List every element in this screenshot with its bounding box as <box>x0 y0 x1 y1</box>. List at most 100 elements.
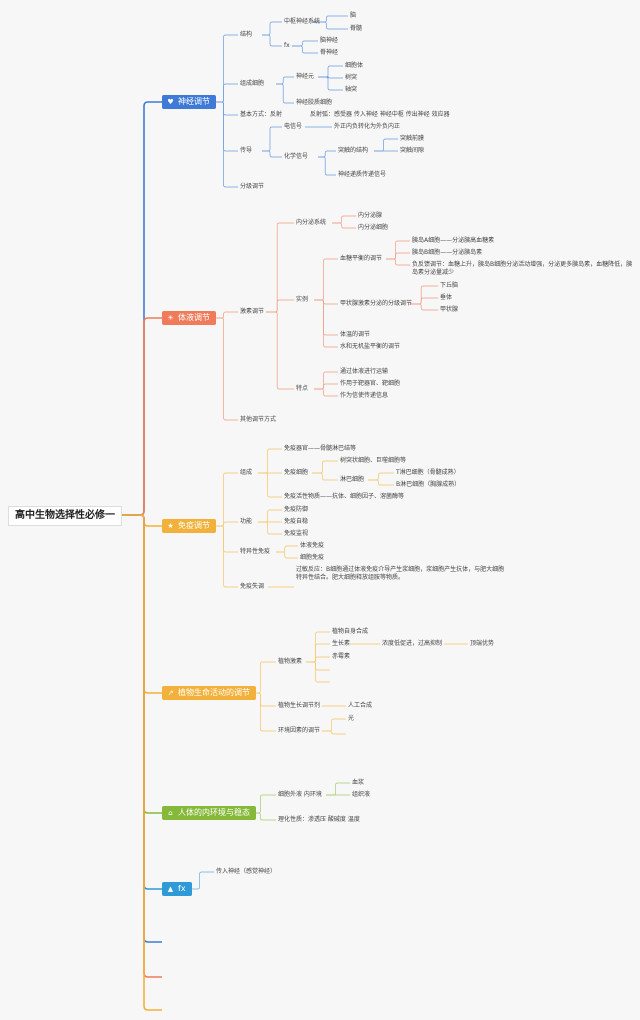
node-transmitter[interactable]: 神经递质传递信号 <box>338 171 387 178</box>
node-immune-disorder[interactable]: 免疫失调 <box>240 583 265 590</box>
node-immune-surveillance[interactable]: 免疫监视 <box>284 530 309 537</box>
mindmap-root[interactable]: 高中生物选择性必修一 <box>8 506 122 526</box>
node-humoral-immunity[interactable]: 体液免疫 <box>300 542 325 549</box>
node-thyroid-axis[interactable]: 甲状腺激素分泌的分级调节 <box>340 300 413 307</box>
node-light[interactable]: 光 <box>348 715 355 722</box>
node-transmission[interactable]: 传导 <box>240 147 253 154</box>
node-reflex-arc[interactable]: 反射弧：感受器 传入神经 神经中枢 传出神经 效应器 <box>310 111 450 118</box>
node-tissue-fluid[interactable]: 组织液 <box>352 791 371 798</box>
node-blood-sugar[interactable]: 血糖平衡的调节 <box>340 255 383 262</box>
node-composition-cells[interactable]: 组成细胞 <box>240 80 265 87</box>
node-growth-regulator[interactable]: 植物生长调节剂 <box>278 702 321 709</box>
node-auxin-effect[interactable]: 浓度低促进，过高抑制 <box>382 640 443 647</box>
node-immune-organs[interactable]: 免疫器官——骨髓淋巴结等 <box>284 445 357 452</box>
node-extracellular-fluid[interactable]: 细胞外液 内环境 <box>278 791 322 798</box>
node-neuron[interactable]: 神经元 <box>296 73 315 80</box>
connector-line <box>214 83 238 103</box>
node-artificial-synthesis[interactable]: 人工合成 <box>348 702 373 709</box>
connector-line <box>262 126 282 152</box>
node-structure[interactable]: 结构 <box>240 31 253 38</box>
connector-line <box>120 514 162 694</box>
node-plant-hormone[interactable]: 植物激素 <box>278 658 303 665</box>
node-immune-composition[interactable]: 组成 <box>240 469 253 476</box>
node-lymphocytes[interactable]: 淋巴细胞 <box>340 476 365 483</box>
node-self-synthesis[interactable]: 植物自身合成 <box>332 628 369 635</box>
node-graded-regulation[interactable]: 分级调节 <box>240 183 265 190</box>
node-islet-alpha[interactable]: 胰岛A细胞——分泌胰高血糖素 <box>412 237 495 244</box>
connector-line <box>258 448 282 474</box>
node-immune-defense[interactable]: 免疫防御 <box>284 506 309 513</box>
node-thyroid[interactable]: 甲状腺 <box>440 306 459 313</box>
node-endocrine-system[interactable]: 内分泌系统 <box>296 219 327 226</box>
node-feature-messenger[interactable]: 作为信使传递信息 <box>340 392 389 399</box>
node-basic-mode[interactable]: 基本方式：反射 <box>240 111 283 118</box>
connector-line <box>386 240 410 260</box>
node-endocrine-cell[interactable]: 内分泌细胞 <box>358 224 389 231</box>
node-islet-beta[interactable]: 胰岛B细胞——分泌胰岛素 <box>412 249 483 256</box>
connector-line <box>312 460 338 474</box>
node-afferent-nerve[interactable]: 传入神经（感觉神经） <box>216 868 277 875</box>
connector-line <box>120 514 162 890</box>
node-spinal-cord[interactable]: 脊髓 <box>350 25 363 32</box>
node-electric-desc[interactable]: 外正内负转化为外负内正 <box>334 123 401 130</box>
node-feature-target[interactable]: 作用于靶器官、靶细胞 <box>340 380 401 387</box>
node-temperature[interactable]: 体温的调节 <box>340 331 371 338</box>
node-electric-signal[interactable]: 电信号 <box>284 123 303 130</box>
node-plasma[interactable]: 血浆 <box>352 779 365 786</box>
node-hormone-regulation[interactable]: 激素调节 <box>240 308 265 315</box>
branch-immune-regulation[interactable]: ★ 免疫调节 <box>162 519 216 533</box>
node-spinal-nerve[interactable]: 脊神经 <box>320 49 339 56</box>
connector-line <box>276 76 294 85</box>
connector-line <box>292 40 318 47</box>
node-examples[interactable]: 实例 <box>296 296 309 303</box>
connector-line <box>306 643 330 663</box>
node-apical-dominance[interactable]: 顶端优势 <box>470 640 495 647</box>
node-synaptic-cleft[interactable]: 突触间隙 <box>400 147 425 154</box>
branch-plant-regulation[interactable]: ↗ 植物生命活动的调节 <box>162 686 256 700</box>
node-specific-immunity[interactable]: 特异性免疫 <box>240 548 271 555</box>
node-t-cells[interactable]: T淋巴细胞（骨髓成熟） <box>396 469 460 476</box>
node-water-salt[interactable]: 水和无机盐平衡的调节 <box>340 343 401 350</box>
node-environmental-factors[interactable]: 环境因素的调节 <box>278 727 321 734</box>
node-brain[interactable]: 脑 <box>350 12 357 19</box>
node-cranial-nerve[interactable]: 脑神经 <box>320 37 339 44</box>
node-chemical-signal[interactable]: 化学信号 <box>284 153 309 160</box>
node-physicochemical[interactable]: 理化性质：渗透压 酸碱度 温度 <box>278 816 360 823</box>
node-b-cells[interactable]: B淋巴细胞（胸腺成熟） <box>396 481 461 488</box>
node-dendrite[interactable]: 树突 <box>345 74 358 81</box>
branch-humoral-regulation[interactable]: ☀ 体液调节 <box>162 311 216 325</box>
node-allergy[interactable]: 过敏反应：B细胞通过体液免疫介导产生浆细胞，浆细胞产生抗体，与肥大细胞特异性结合… <box>296 566 505 581</box>
connector-line <box>314 383 338 390</box>
node-immune-homeostasis[interactable]: 免疫自稳 <box>284 518 309 525</box>
connector-line <box>314 371 338 390</box>
connector-line <box>368 472 394 481</box>
node-axon[interactable]: 轴突 <box>345 86 358 93</box>
connector-line <box>318 156 336 176</box>
node-synapse-structure[interactable]: 突触的结构 <box>338 147 369 154</box>
node-fx[interactable]: fx <box>284 42 290 49</box>
branch-fx[interactable]: ▲ fx <box>162 882 192 896</box>
node-presynaptic[interactable]: 突触前膜 <box>400 135 425 142</box>
node-dendritic-cells[interactable]: 树突状细胞、巨噬细胞等 <box>340 457 407 464</box>
node-cns[interactable]: 中枢神经系统 <box>284 18 321 25</box>
node-active-substances[interactable]: 免疫活性物质——抗体、细胞因子、溶菌酶等 <box>284 493 405 500</box>
node-immune-function[interactable]: 功能 <box>240 518 253 525</box>
node-feature-transport[interactable]: 通过体液进行运输 <box>340 368 389 375</box>
connector-line <box>306 631 330 663</box>
node-immune-cells[interactable]: 免疫细胞 <box>284 469 309 476</box>
connector-line <box>120 514 162 978</box>
node-features[interactable]: 特点 <box>296 385 309 392</box>
node-gibberellin[interactable]: 赤霉素 <box>332 653 351 660</box>
branch-nerve-regulation[interactable]: ♥ 神经调节 <box>162 95 216 109</box>
branch-internal-environment[interactable]: ⌂ 人体的内环境与稳态 <box>162 806 256 820</box>
node-hypothalamus[interactable]: 下丘脑 <box>440 282 459 289</box>
node-pituitary[interactable]: 垂体 <box>440 294 453 301</box>
node-glia[interactable]: 神经胶质细胞 <box>296 99 333 106</box>
node-negative-feedback[interactable]: 负反馈调节：血糖上升，胰岛B细胞分泌活动增强，分泌更多胰岛素，血糖降低，胰岛素分… <box>412 261 633 276</box>
node-endocrine-gland[interactable]: 内分泌腺 <box>358 212 383 219</box>
node-auxin[interactable]: 生长素 <box>332 640 351 647</box>
node-cellular-immunity[interactable]: 细胞免疫 <box>300 554 325 561</box>
node-other-regulation[interactable]: 其他调节方式 <box>240 416 277 423</box>
connector-line <box>292 45 318 54</box>
node-cell-body[interactable]: 细胞体 <box>345 62 364 69</box>
